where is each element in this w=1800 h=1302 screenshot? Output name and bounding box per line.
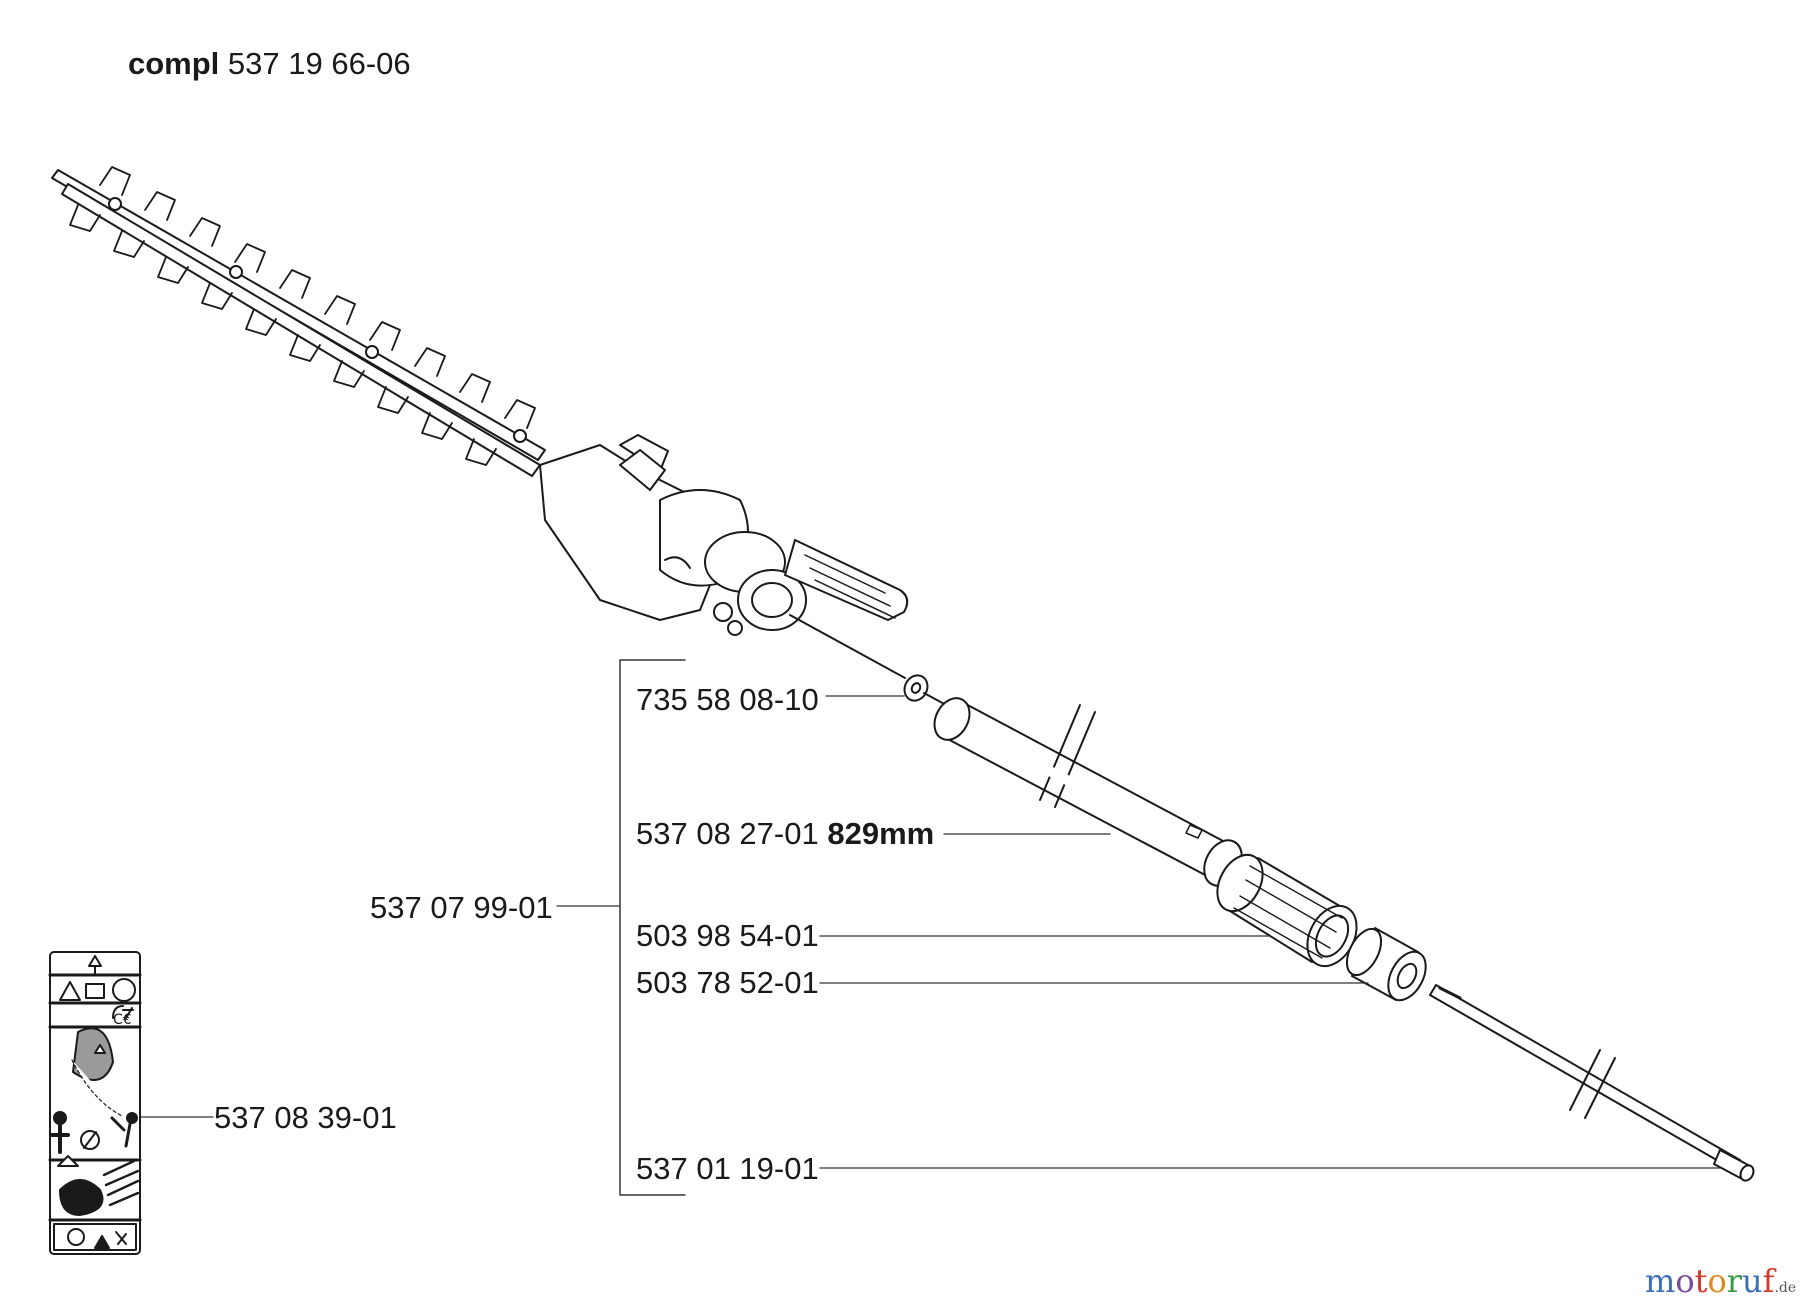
- assembly-complete-number: 537 19 66-06: [227, 46, 411, 81]
- assembly-bracket: [619, 659, 686, 1196]
- coupling-nut: [1345, 927, 1427, 1002]
- blade-teeth-upper: [99, 166, 536, 429]
- part-label-washer: 735 58 08-10: [636, 684, 819, 715]
- part-number: 735 58 08-10: [636, 682, 819, 717]
- logo-letter: r: [1726, 1262, 1743, 1300]
- diagram-title: compl 537 19 66-06: [128, 46, 411, 82]
- hedge-trimmer-blade: [51, 166, 546, 477]
- bearing-sleeve: [1216, 853, 1358, 968]
- gear-housing: [539, 434, 807, 636]
- blade-bolts: [108, 197, 527, 443]
- logo-letter: u: [1742, 1262, 1763, 1300]
- logo-letter: f: [1762, 1262, 1775, 1300]
- logo-letter: o: [1675, 1262, 1695, 1300]
- part-label-shaft-tube: 537 08 27-01 829mm: [636, 818, 934, 849]
- motoruf-logo: motoruf.de: [1645, 1262, 1796, 1300]
- assembly-label: 537 07 99-01: [370, 892, 553, 923]
- part-label-coupling: 503 78 52-01: [636, 967, 819, 998]
- decal-label: 537 08 39-01: [214, 1102, 397, 1133]
- warning-decal: C€: [48, 951, 142, 1255]
- assembly-number: 537 07 99-01: [370, 890, 553, 925]
- logo-letter: o: [1707, 1262, 1727, 1300]
- part-label-drive-shaft: 537 01 19-01: [636, 1153, 819, 1184]
- part-length-note: 829mm: [827, 816, 935, 851]
- decal-number: 537 08 39-01: [214, 1100, 397, 1135]
- logo-suffix: .de: [1774, 1280, 1797, 1296]
- part-number: 537 08 27-01: [636, 816, 819, 851]
- blade-teeth-lower: [69, 204, 497, 466]
- part-number: 503 98 54-01: [636, 918, 819, 953]
- drive-shaft: [1429, 984, 1755, 1182]
- logo-letter: m: [1645, 1262, 1676, 1300]
- leader-lines: [139, 695, 1721, 1169]
- warning-triangle-icon: [59, 981, 81, 1001]
- svg-text:C€: C€: [113, 1012, 132, 1028]
- part-label-bearing-sleeve: 503 98 54-01: [636, 920, 819, 951]
- tube-break-marks: [1039, 704, 1096, 808]
- part-number: 537 01 19-01: [636, 1151, 819, 1186]
- shaft-tube: [933, 697, 1243, 887]
- side-handle: [619, 449, 909, 621]
- part-number: 503 78 52-01: [636, 965, 819, 1000]
- shaft-break-marks: [1569, 1049, 1616, 1119]
- washer: [903, 674, 929, 702]
- drive-shaft-upper: [789, 614, 906, 679]
- logo-letter: t: [1694, 1262, 1708, 1300]
- title-prefix: compl: [128, 46, 220, 81]
